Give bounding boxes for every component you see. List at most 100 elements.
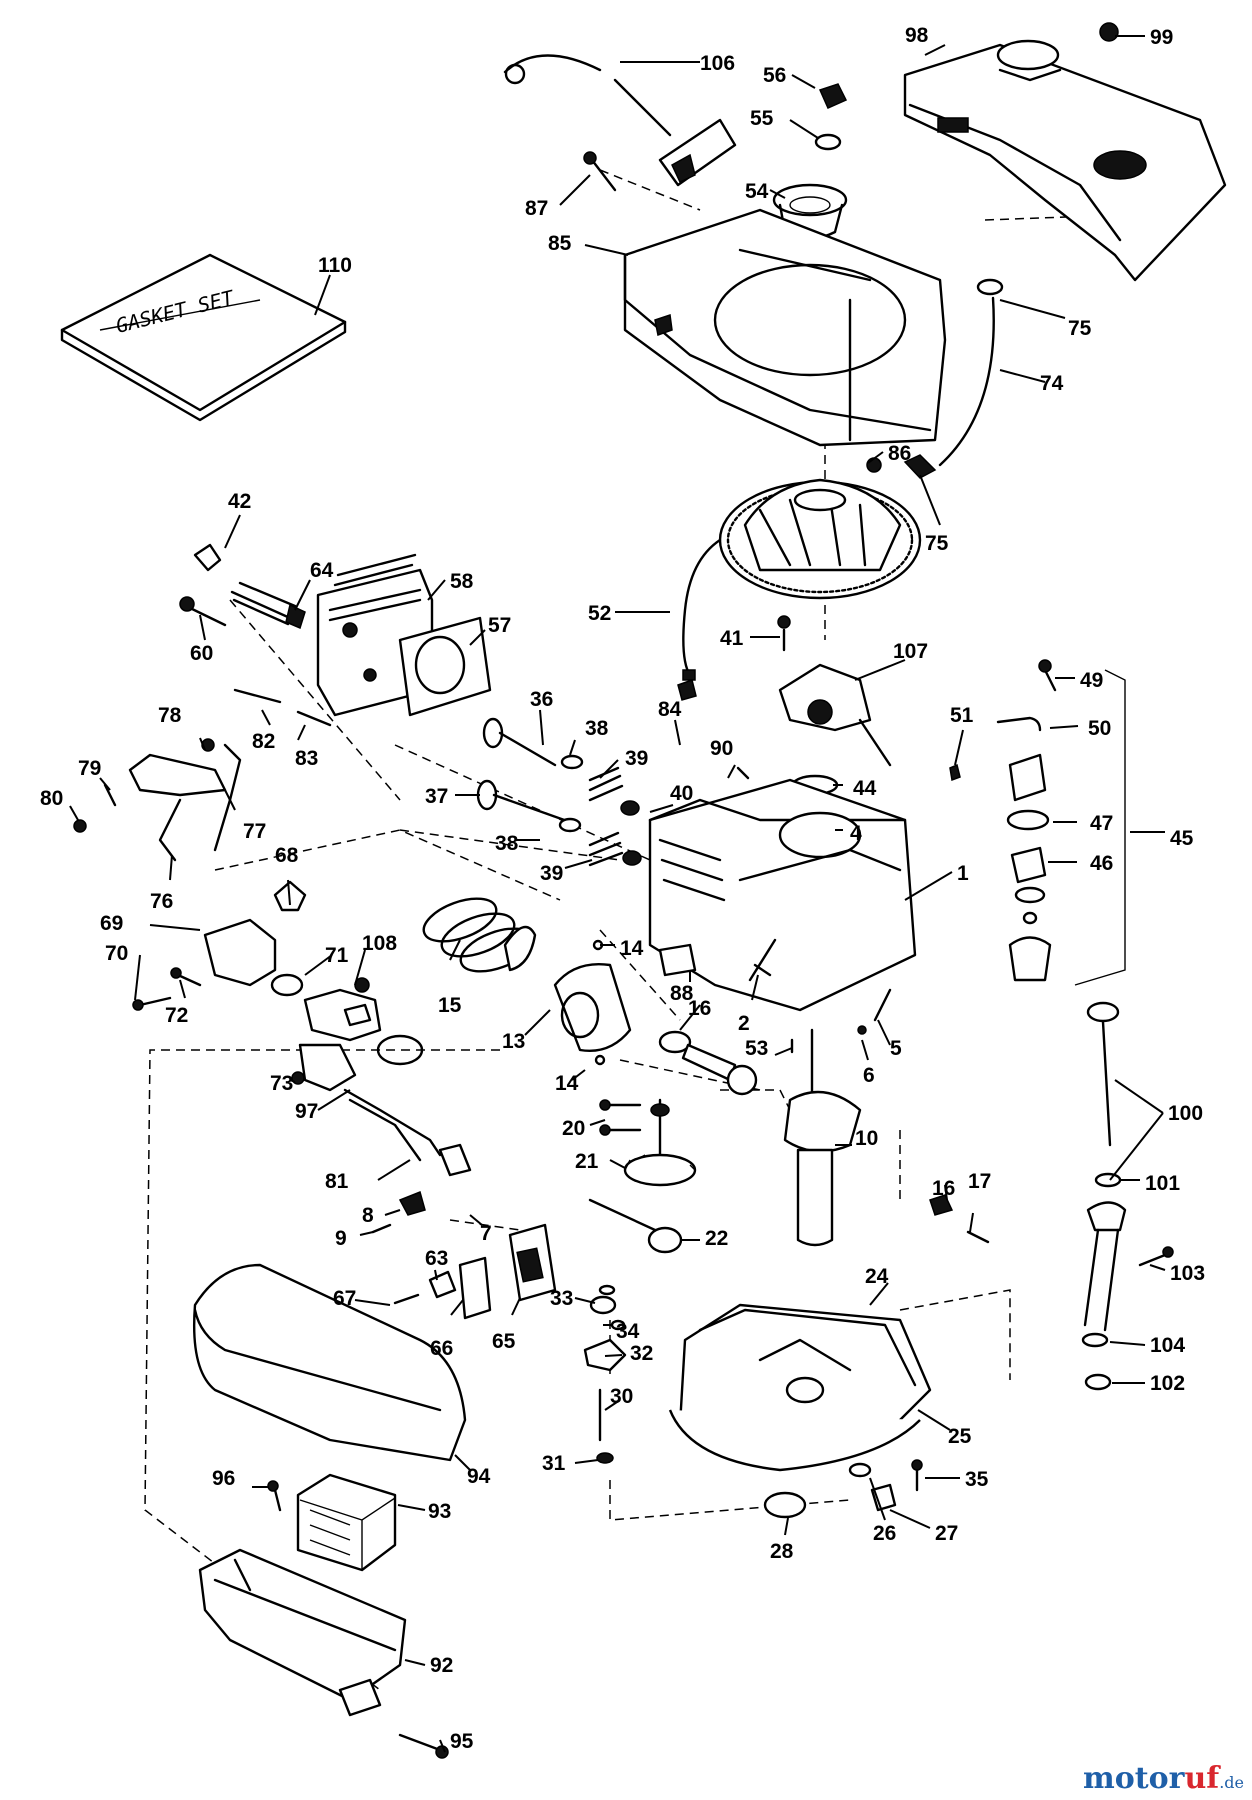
callout-label: 6 bbox=[863, 1064, 875, 1087]
callout-label: 83 bbox=[295, 747, 318, 770]
callout-label: 38 bbox=[495, 832, 519, 855]
callout-label: 7 bbox=[480, 1222, 492, 1245]
primer-line-assembly bbox=[503, 54, 737, 187]
callout-label: 70 bbox=[105, 942, 128, 965]
governor-link-pieces bbox=[233, 688, 332, 727]
callout-label: 78 bbox=[158, 704, 182, 727]
callout-label: 42 bbox=[228, 490, 251, 513]
control-bracket bbox=[73, 738, 242, 862]
callout-label: 41 bbox=[720, 627, 744, 650]
callout-label: 16 bbox=[932, 1177, 955, 1200]
callout-label: 45 bbox=[1170, 827, 1194, 850]
callout-label: 63 bbox=[425, 1247, 448, 1270]
callout-label: 92 bbox=[430, 1654, 453, 1677]
callout-label: 50 bbox=[1088, 717, 1111, 740]
callout-label: 58 bbox=[450, 570, 474, 593]
callout-label: 100 bbox=[1168, 1102, 1203, 1125]
callout-label: 14 bbox=[555, 1072, 579, 1095]
callout-label: 90 bbox=[710, 737, 733, 760]
air-cleaner-base bbox=[198, 1548, 407, 1717]
callout-label: 2 bbox=[738, 1012, 750, 1035]
callout-label: 81 bbox=[325, 1170, 349, 1193]
callout-label: 35 bbox=[965, 1468, 989, 1491]
breather-cover-parts bbox=[393, 1223, 557, 1320]
block-small-parts bbox=[753, 963, 892, 1054]
crankshaft bbox=[783, 1028, 862, 1247]
watermark-accent: uf bbox=[1184, 1761, 1220, 1796]
callout-label: 52 bbox=[588, 602, 611, 625]
callout-label: 40 bbox=[670, 782, 693, 805]
intake-elbow bbox=[132, 880, 307, 1011]
throttle-link bbox=[343, 1088, 442, 1157]
dipstick-and-tube bbox=[1081, 1001, 1174, 1391]
callout-label: 13 bbox=[502, 1030, 525, 1053]
callout-label: 108 bbox=[362, 932, 397, 955]
air-cleaner-gasket bbox=[376, 1034, 424, 1066]
motoruf-watermark: motoruf.de bbox=[1083, 1761, 1244, 1796]
callout-leaders bbox=[69, 35, 1166, 1753]
callout-label: 102 bbox=[1150, 1372, 1185, 1395]
callout-label: 101 bbox=[1145, 1172, 1180, 1195]
callout-label: 4 bbox=[850, 822, 862, 845]
oil-slinger bbox=[588, 1198, 683, 1254]
callout-label: 15 bbox=[438, 994, 462, 1017]
callout-label: 106 bbox=[700, 52, 735, 75]
callout-label: 39 bbox=[625, 747, 648, 770]
callout-label: 96 bbox=[212, 1467, 235, 1490]
head-gasket bbox=[398, 616, 492, 717]
air-cleaner-cover bbox=[193, 1263, 467, 1462]
callout-label: 72 bbox=[165, 1004, 188, 1027]
callout-label: 5 bbox=[890, 1037, 902, 1060]
breather-assembly bbox=[949, 659, 1126, 986]
callout-label: 104 bbox=[1150, 1334, 1185, 1357]
governor-gear-assembly bbox=[583, 1284, 627, 1464]
ground-wire bbox=[682, 538, 722, 681]
callout-label: 67 bbox=[333, 1287, 356, 1310]
callout-label: 20 bbox=[562, 1117, 585, 1140]
spark-plug bbox=[230, 581, 306, 630]
spark-plug-boot bbox=[193, 543, 222, 572]
callout-label: 75 bbox=[1068, 317, 1092, 340]
callout-label: 44 bbox=[853, 777, 877, 800]
valve-tappets bbox=[599, 1099, 642, 1136]
callout-label: 95 bbox=[450, 1730, 474, 1753]
intake-gasket bbox=[658, 943, 697, 977]
fuel-tank bbox=[903, 39, 1227, 282]
callout-label: 97 bbox=[295, 1100, 318, 1123]
gasket-set-box: GASKET SET bbox=[60, 253, 347, 422]
air-filter-element bbox=[296, 1473, 397, 1572]
piston bbox=[553, 963, 632, 1052]
callout-label: 71 bbox=[325, 944, 349, 967]
callout-label: 94 bbox=[467, 1465, 491, 1488]
base-screw bbox=[398, 1733, 449, 1759]
callout-label: 57 bbox=[488, 614, 511, 637]
callout-label: 87 bbox=[525, 197, 548, 220]
callout-label: 99 bbox=[1150, 26, 1173, 49]
nut-and-washer bbox=[814, 83, 848, 151]
callout-label: 37 bbox=[425, 785, 448, 808]
callout-label: 88 bbox=[670, 982, 694, 1005]
callout-label: 86 bbox=[888, 442, 911, 465]
head-bolt bbox=[179, 596, 227, 627]
callout-label: 49 bbox=[1080, 669, 1103, 692]
callout-label: 80 bbox=[40, 787, 63, 810]
callout-label: 76 bbox=[150, 890, 173, 913]
callout-label: 56 bbox=[763, 64, 786, 87]
tank-cap-screw bbox=[1099, 22, 1119, 42]
callout-label: 65 bbox=[492, 1330, 516, 1353]
callout-label: 68 bbox=[275, 844, 299, 867]
rod-bolt-and-clamp bbox=[929, 1194, 990, 1244]
callout-label: 84 bbox=[658, 698, 682, 721]
watermark-brand: motor bbox=[1083, 1761, 1185, 1796]
callout-label: 27 bbox=[935, 1522, 958, 1545]
governor-linkage bbox=[348, 1098, 472, 1234]
carburetor-gasket bbox=[270, 973, 304, 997]
callout-label: 28 bbox=[770, 1540, 794, 1563]
piston-rings bbox=[422, 897, 537, 973]
callout-label: 39 bbox=[540, 862, 563, 885]
callout-label: 25 bbox=[948, 1425, 972, 1448]
callout-label: 60 bbox=[190, 642, 213, 665]
callout-label: 74 bbox=[1040, 372, 1064, 395]
callout-label: 1 bbox=[957, 862, 969, 885]
callout-label: 22 bbox=[705, 1227, 728, 1250]
